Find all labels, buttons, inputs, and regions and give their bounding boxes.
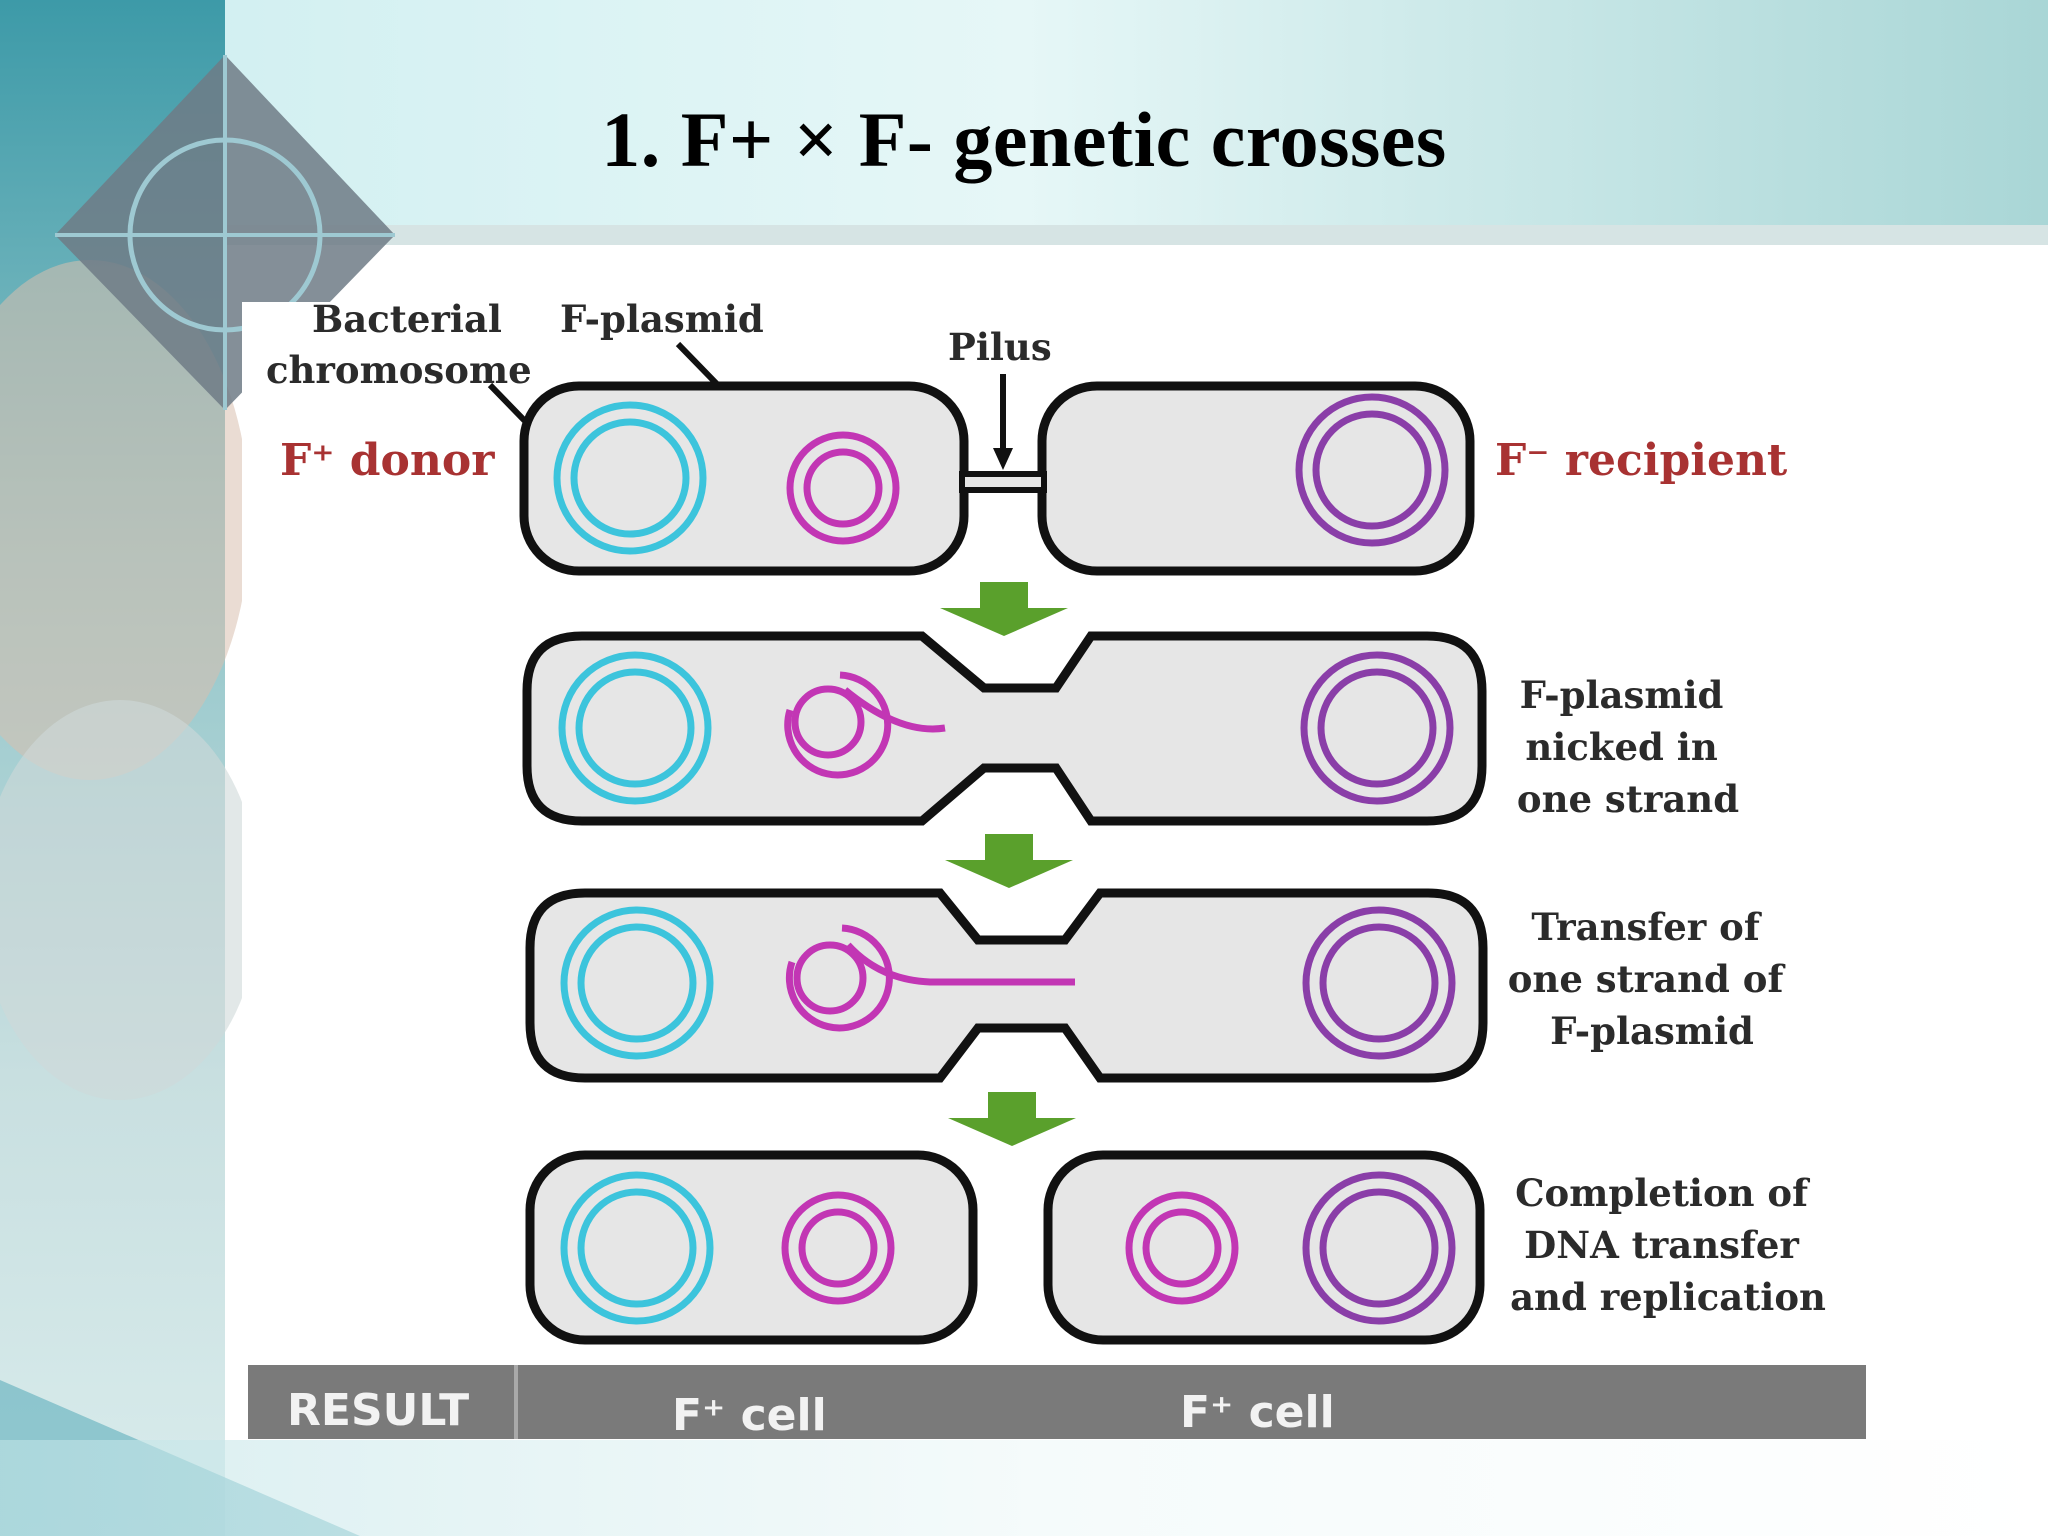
f-plasmid <box>786 431 900 545</box>
result-cell-label-right: F⁺ cell <box>1180 1387 1335 1438</box>
bacterial-chromosome-label: Bacterial chromosome <box>266 297 532 392</box>
recipient-chromosome <box>1295 393 1449 547</box>
f-plasmid <box>1125 1191 1239 1305</box>
f-plasmid <box>781 1191 895 1305</box>
bacterial-chromosome-label-line2: chromosome <box>266 348 532 392</box>
joined-cells-step1 <box>522 631 1487 826</box>
step1-caption-line3: one strand <box>1517 777 1739 821</box>
nicked-f-plasmid <box>784 671 946 779</box>
bacterial-chromosome <box>560 1171 714 1325</box>
step1-caption: F-plasmid nicked in one strand <box>1517 673 1739 821</box>
bacterial-chromosome <box>560 906 714 1060</box>
pilus-label: Pilus <box>948 325 1052 369</box>
bacterial-chromosome <box>553 401 707 555</box>
f-plus-donor-label: F⁺ donor <box>280 435 495 486</box>
step-arrow-icon <box>948 1092 1076 1146</box>
bacterial-chromosome <box>558 651 712 805</box>
step2-caption-line3: F-plasmid <box>1550 1009 1754 1053</box>
step-arrow-icon <box>945 834 1073 888</box>
f-minus-recipient-label: F⁻ recipient <box>1495 435 1788 486</box>
result-label: RESULT <box>287 1385 469 1436</box>
step3-caption-line1: Completion of <box>1515 1171 1810 1215</box>
recipient-chromosome <box>1302 906 1456 1060</box>
step3-caption-line2: DNA transfer <box>1524 1223 1799 1267</box>
step2-caption-line1: Transfer of <box>1531 905 1762 949</box>
recipient-chromosome <box>1300 651 1454 805</box>
result-cell-label-left: F⁺ cell <box>672 1390 827 1441</box>
step3-caption-line3: and replication <box>1510 1275 1826 1319</box>
recipient-chromosome <box>1302 1171 1456 1325</box>
recipient-cell <box>1037 381 1475 576</box>
slide-title: 1. F+ × F- genetic crosses <box>601 96 1447 183</box>
step2-caption: Transfer of one strand of F-plasmid <box>1508 905 1797 1053</box>
step-arrow-icon <box>940 582 1068 636</box>
result-bar <box>248 1365 1866 1439</box>
step2-caption-line2: one strand of <box>1508 957 1786 1001</box>
pilus-pointer-arrow-icon <box>993 374 1013 470</box>
step3-caption: Completion of DNA transfer and replicati… <box>1510 1171 1826 1319</box>
f-plasmid-label: F-plasmid <box>560 297 764 341</box>
step1-caption-line2: nicked in <box>1525 725 1717 769</box>
transferring-f-plasmid <box>785 924 1075 1032</box>
pilus <box>959 471 1047 493</box>
step1-caption-line1: F-plasmid <box>1520 673 1724 717</box>
bacterial-chromosome-label-line1: Bacterial <box>312 297 502 341</box>
